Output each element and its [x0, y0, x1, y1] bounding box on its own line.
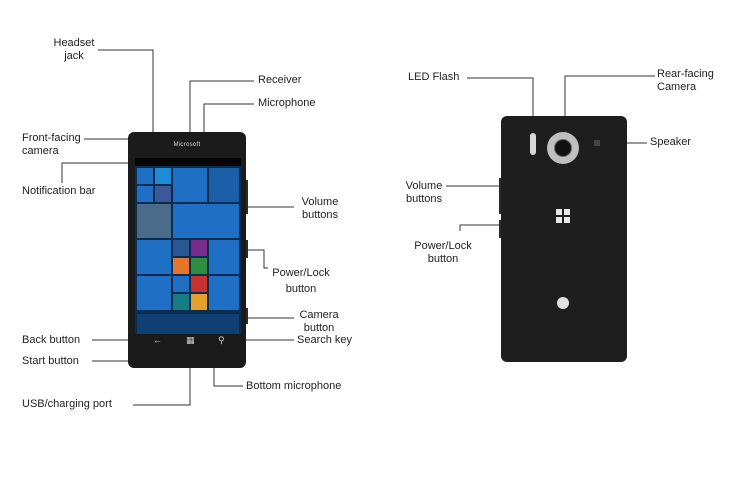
notification-bar: [135, 158, 241, 166]
tile-cortana: [173, 204, 239, 238]
tile-outlook-calendar: [173, 168, 207, 202]
tile-settings: [173, 276, 189, 292]
rear-volume-rocker: [499, 178, 502, 214]
tile-bottom-row: [137, 314, 239, 334]
tile-photos: [137, 204, 171, 238]
label-receiver: Receiver: [258, 74, 302, 86]
rear-power-key: [499, 220, 502, 238]
tile-onenote: [191, 240, 207, 256]
label-bottom-microphone: Bottom microphone: [246, 380, 342, 392]
label-start-button: Start button: [22, 355, 79, 367]
label-power-lock: Power/Lock button: [272, 267, 330, 295]
front-camera-key: [245, 308, 248, 324]
tile-edge: [137, 240, 171, 274]
label-back-button: Back button: [22, 334, 81, 346]
tile-groove: [137, 276, 171, 310]
label-led-flash: LED Flash: [408, 71, 460, 83]
label-microphone: Microphone: [258, 97, 316, 109]
label-usb-port: USB/charging port: [22, 398, 112, 410]
phone-screen: [135, 158, 241, 334]
search-icon[interactable]: ⚲: [218, 335, 225, 345]
label-front-camera: Front-facing camera: [22, 132, 81, 157]
windows-start-icon[interactable]: ▦: [186, 335, 195, 345]
front-power-key: [245, 240, 248, 258]
speaker-grille: [594, 140, 600, 146]
notification-bar-line: [61, 162, 136, 183]
label-rear-camera: Rear-facing Camera: [657, 68, 714, 93]
headset-jack-line: [98, 49, 154, 132]
label-notification-bar: Notification bar: [22, 185, 96, 197]
tile-facebook: [155, 186, 171, 202]
tile-people: [209, 168, 239, 202]
rear-camera-line: [564, 75, 655, 132]
label-speaker: Speaker: [650, 136, 691, 148]
label-rear-volume-buttons: Volume buttons: [405, 180, 443, 205]
label-volume-buttons: Volume buttons: [301, 196, 339, 221]
label-search-key: Search key: [297, 334, 353, 346]
led-flash-line: [467, 77, 534, 133]
usb-port-line: [133, 368, 191, 406]
front-volume-rocker: [245, 180, 248, 214]
tile-store: [209, 240, 239, 274]
tile-maps: [173, 294, 189, 310]
tile-phone: [137, 168, 153, 184]
receiver-line: [189, 80, 254, 132]
rear-power-line: [459, 224, 503, 231]
power-lock-line: [247, 249, 268, 269]
label-camera-button: Camera button: [299, 309, 339, 334]
tile-office: [173, 258, 189, 274]
rear-camera-lens-icon: [554, 139, 572, 157]
tile-skype: [155, 168, 171, 184]
label-rear-power-lock: Power/Lock button: [414, 240, 472, 265]
tile-tips: [191, 294, 207, 310]
label-headset-jack: Headset jack: [53, 37, 95, 62]
windows-logo-icon: [556, 209, 570, 223]
att-logo-icon: [557, 297, 569, 309]
tile-word: [173, 240, 189, 256]
tile-messaging: [137, 186, 153, 202]
back-arrow-icon[interactable]: ←: [153, 335, 162, 345]
led-flash: [530, 133, 536, 155]
tile-camera: [209, 276, 239, 310]
phone-brand-text: Microsoft: [173, 142, 201, 148]
tile-powerpoint: [191, 276, 207, 292]
microphone-line: [203, 103, 254, 132]
tile-excel: [191, 258, 207, 274]
